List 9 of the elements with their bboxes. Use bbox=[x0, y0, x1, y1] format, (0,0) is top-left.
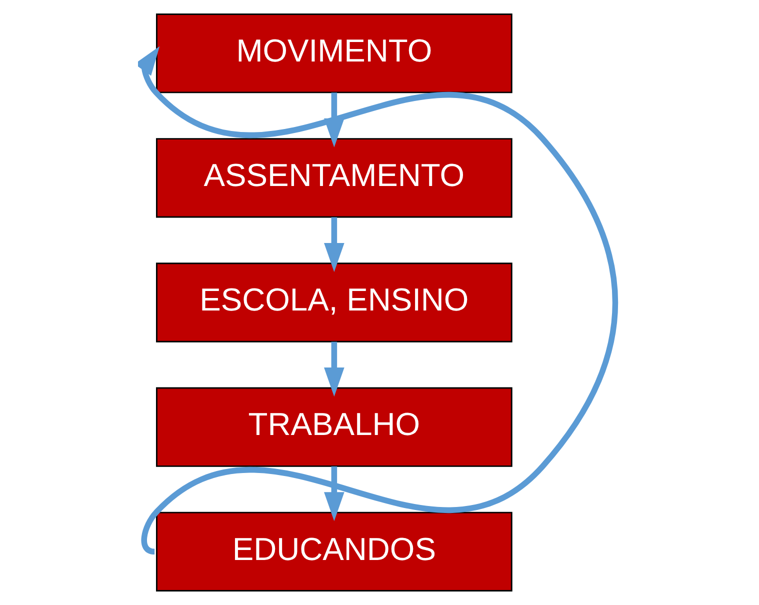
node-box: ASSENTAMENTO bbox=[156, 138, 512, 218]
arrow bbox=[324, 217, 344, 272]
node-box: MOVIMENTO bbox=[156, 14, 512, 94]
node-box: TRABALHO bbox=[156, 387, 512, 467]
arrow bbox=[324, 466, 344, 522]
arrow bbox=[324, 342, 344, 397]
arrow bbox=[138, 46, 618, 554]
node-box: ESCOLA, ENSINO bbox=[156, 262, 512, 342]
node-box: EDUCANDOS bbox=[156, 512, 512, 592]
